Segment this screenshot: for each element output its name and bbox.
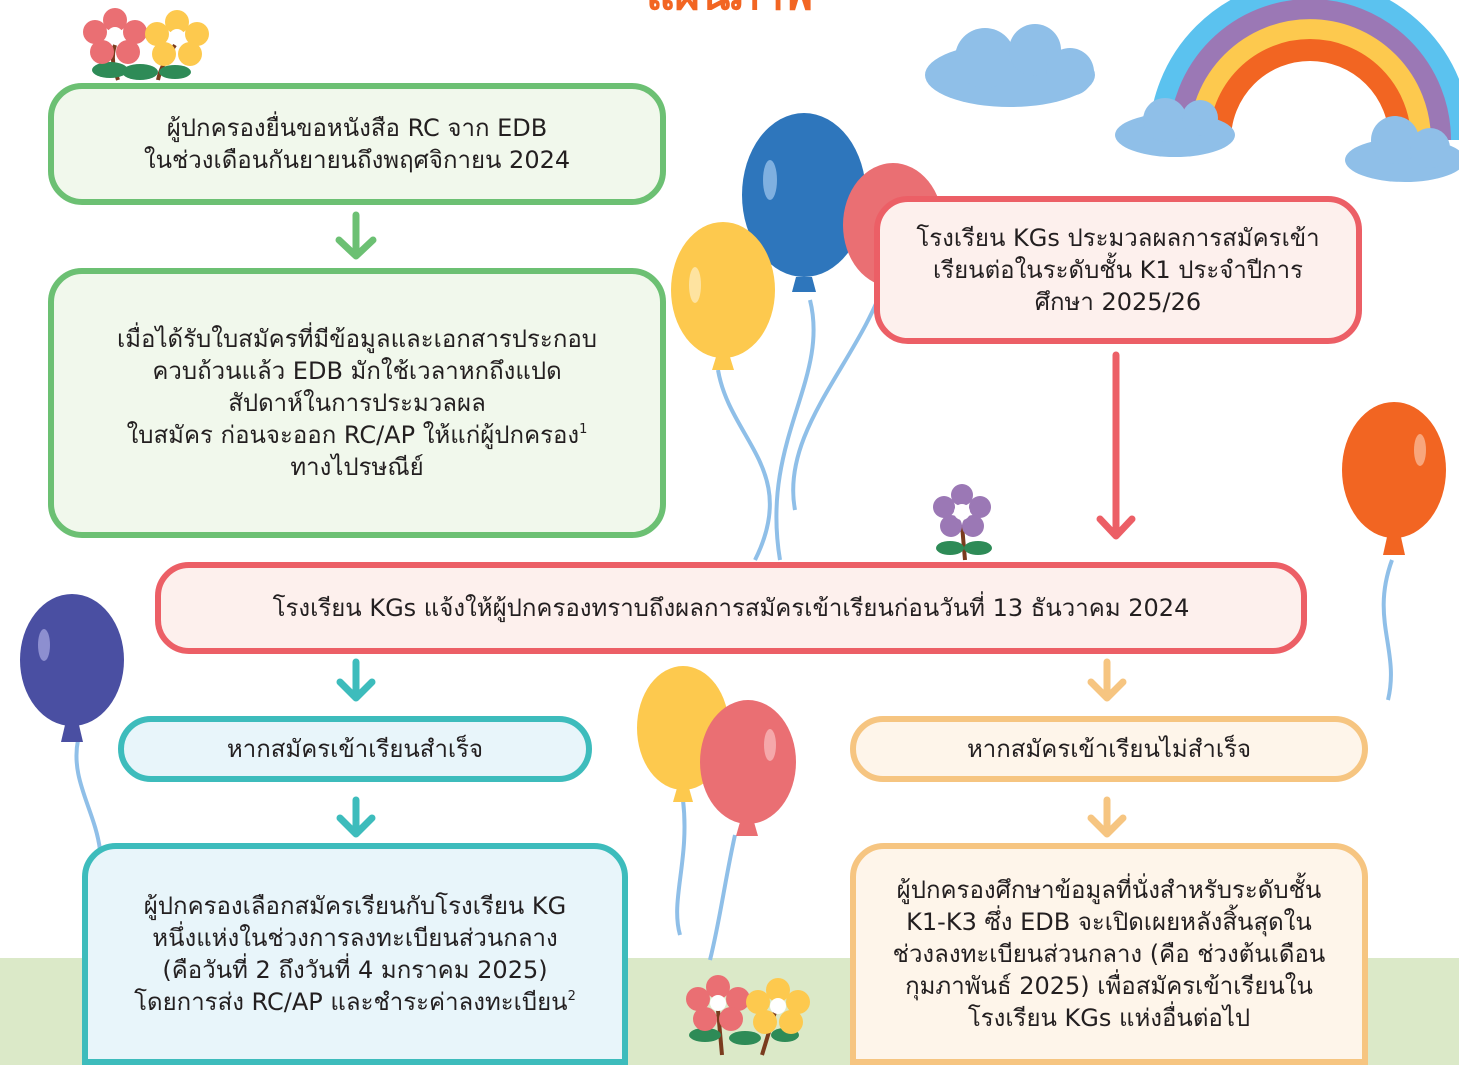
step-central-registration: ผู้ปกครองเลือกสมัครเรียนกับโรงเรียน KG ห…: [82, 843, 628, 1065]
step-text: K1-K3 ซึ่ง EDB จะเปิดเผยหลังสิ้นสุดใน: [906, 908, 1312, 936]
step-text: โรงเรียน KGs ประมวลผลการสมัครเข้า: [916, 224, 1320, 252]
arrow-icon: [336, 658, 376, 838]
page-title: แผนภาพ: [0, 0, 1459, 20]
step-text: ควบถ้วนแล้ว EDB มักใช้เวลาหกถึงแปด: [152, 357, 562, 385]
branch-success: หากสมัครเข้าเรียนสำเร็จ: [118, 716, 592, 782]
cloud-icon: [1115, 98, 1235, 157]
step-edb-processing: เมื่อได้รับใบสมัครที่มีข้อมูลและเอกสารปร…: [48, 268, 666, 538]
flower-icon: [686, 975, 810, 1056]
step-text: ศึกษา 2025/26: [1034, 288, 1202, 316]
step-text: หนึ่งแห่งในช่วงการลงทะเบียนส่วนกลาง: [152, 924, 558, 952]
step-text: ช่วงลงทะเบียนส่วนกลาง (คือ ช่วงต้นเดือน: [892, 940, 1326, 968]
step-kg-processing: โรงเรียน KGs ประมวลผลการสมัครเข้า เรียนต…: [874, 196, 1362, 344]
step-text: เมื่อได้รับใบสมัครที่มีข้อมูลและเอกสารปร…: [117, 325, 597, 353]
step-text: สัปดาห์ในการประมวลผล: [228, 389, 486, 417]
balloon-icon: [700, 700, 796, 836]
step-text: เรียนต่อในระดับชั้น K1 ประจำปีการ: [933, 256, 1303, 284]
footnote-marker: 1: [579, 422, 588, 437]
step-kg-notify: โรงเรียน KGs แจ้งให้ผู้ปกครองทราบถึงผลกา…: [155, 562, 1307, 654]
step-request-rc: ผู้ปกครองยื่นขอหนังสือ RC จาก EDB ในช่วง…: [48, 83, 666, 205]
step-text: โรงเรียน KGs แห่งอื่นต่อไป: [967, 1004, 1251, 1032]
arrow-icon: [1087, 658, 1127, 838]
footnote-marker: 2: [567, 989, 576, 1004]
branch-fail: หากสมัครเข้าเรียนไม่สำเร็จ: [850, 716, 1368, 782]
step-text: ผู้ปกครองยื่นขอหนังสือ RC จาก EDB: [166, 114, 548, 142]
step-text: โรงเรียน KGs แจ้งให้ผู้ปกครองทราบถึงผลกา…: [272, 594, 1190, 622]
balloon-icon: [742, 113, 866, 292]
step-text: ใบสมัคร ก่อนจะออก RC/AP ให้แก่ผู้ปกครอง1: [117, 419, 597, 451]
step-text: โดยการส่ง RC/AP และชำระค่าลงทะเบียน2: [134, 986, 576, 1018]
balloon-icon: [1342, 402, 1446, 555]
step-text-main: ใบสมัคร ก่อนจะออก RC/AP ให้แก่ผู้ปกครอง: [126, 421, 580, 449]
step-vacancy-info: ผู้ปกครองศึกษาข้อมูลที่นั่งสำหรับระดับชั…: [850, 843, 1368, 1065]
step-text: ผู้ปกครองศึกษาข้อมูลที่นั่งสำหรับระดับชั…: [896, 876, 1322, 904]
cloud-icon: [925, 24, 1095, 107]
balloon-icon: [671, 222, 775, 370]
flower-icon: [933, 484, 992, 561]
step-text: ในช่วงเดือนกันยายนถึงพฤศจิกายน 2024: [143, 146, 571, 174]
step-text: (คือวันที่ 2 ถึงวันที่ 4 มกราคม 2025): [162, 956, 548, 984]
rainbow-icon: [1149, 0, 1459, 141]
step-text: กุมภาพันธ์ 2025) เพื่อสมัครเข้าเรียนใน: [905, 972, 1313, 1000]
branch-label: หากสมัครเข้าเรียนสำเร็จ: [226, 735, 484, 763]
balloon-icon: [20, 594, 124, 742]
arrow-icon: [1096, 351, 1136, 540]
flower-icon: [83, 8, 209, 81]
step-text: ทางไปรษณีย์: [290, 453, 424, 481]
cloud-icon: [1345, 116, 1459, 182]
branch-label: หากสมัครเข้าเรียนไม่สำเร็จ: [966, 735, 1252, 763]
arrow-icon: [335, 211, 377, 260]
step-text-main: โดยการส่ง RC/AP และชำระค่าลงทะเบียน: [134, 988, 568, 1016]
step-text: ผู้ปกครองเลือกสมัครเรียนกับโรงเรียน KG: [143, 892, 567, 920]
